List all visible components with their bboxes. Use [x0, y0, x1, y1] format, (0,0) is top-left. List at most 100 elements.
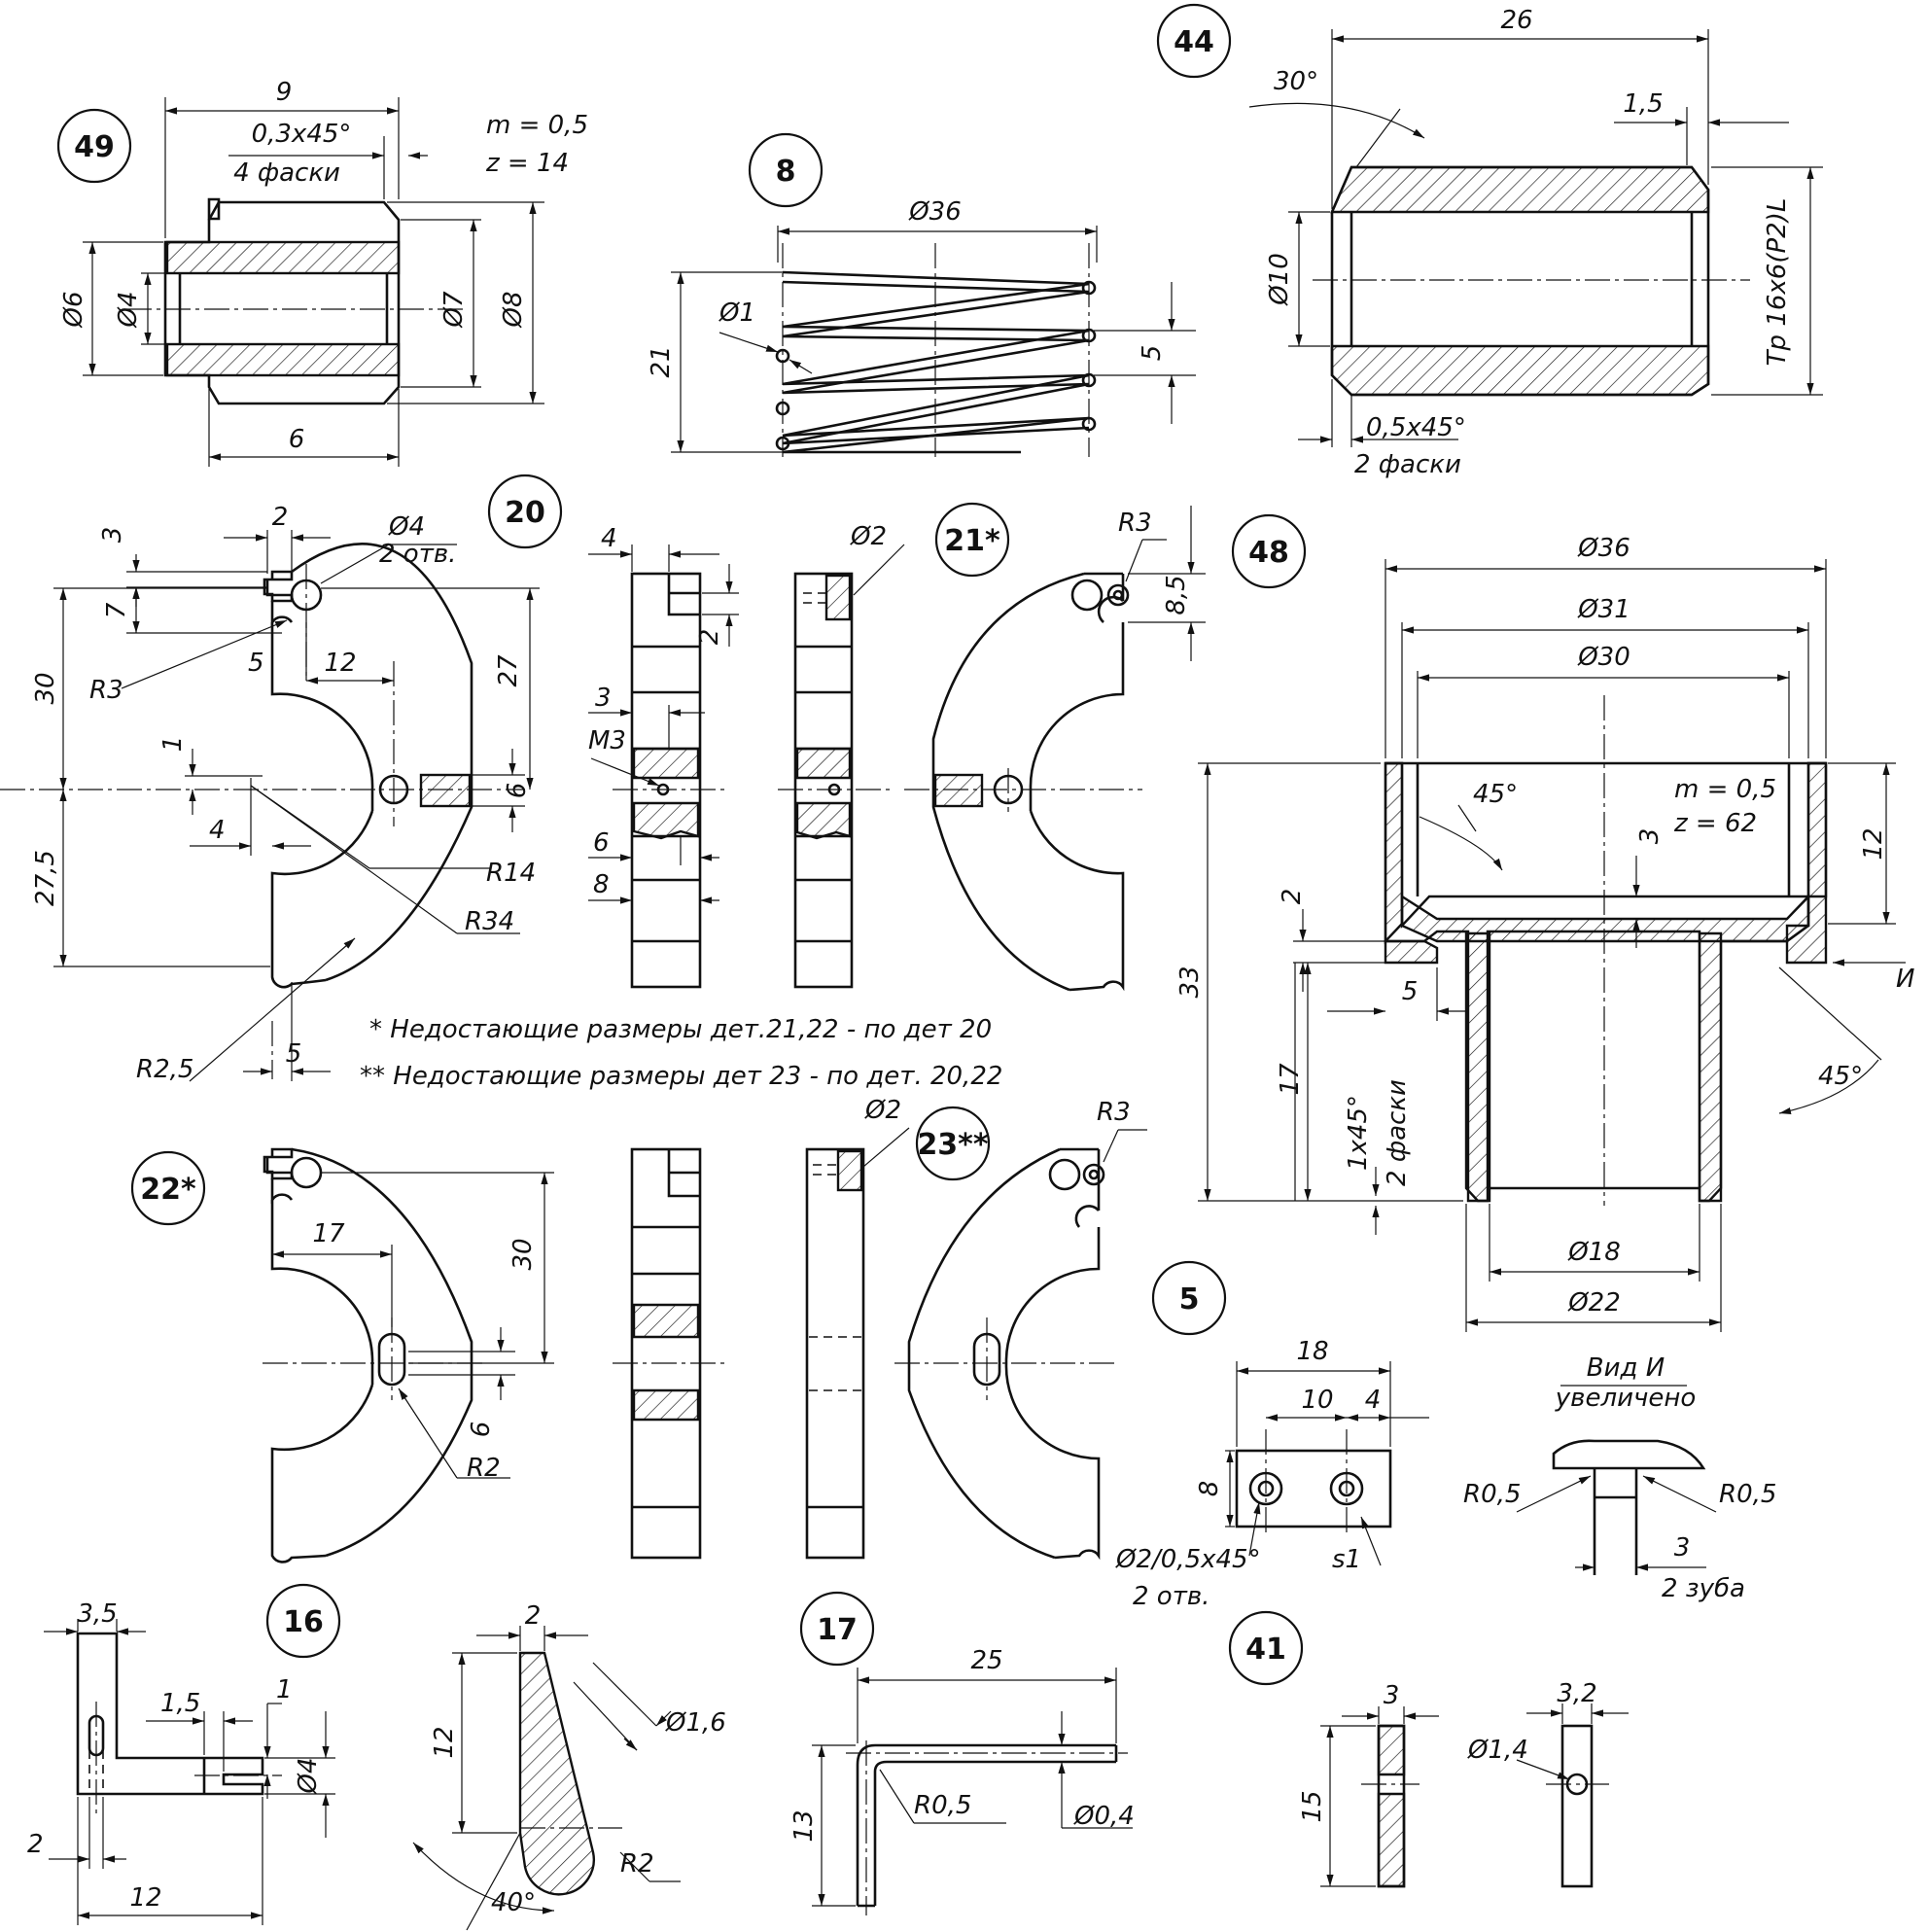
part-label-circle — [934, 502, 1010, 578]
part-label-circle — [1151, 1260, 1227, 1336]
part-48: 48 Ø36 Ø31 Ø30 — [1175, 513, 1914, 1332]
part-23-side-view: Ø2 — [805, 1096, 910, 1560]
svg-text:5: 5 — [286, 1039, 302, 1069]
svg-text:Ø30: Ø30 — [1577, 643, 1630, 672]
side-outline — [778, 572, 894, 989]
svg-text:23**: 23** — [917, 1128, 988, 1162]
note-1: * Недостающие размеры дет.21,22 - по дет… — [369, 1015, 992, 1044]
svg-text:10: 10 — [1301, 1386, 1333, 1415]
part-label-circle — [1156, 3, 1232, 79]
svg-text:3: 3 — [1674, 1533, 1691, 1563]
hook-part: 2 12 Ø1,6 R2 40° — [412, 1601, 726, 1931]
svg-text:3: 3 — [595, 684, 612, 713]
wire-outline — [846, 1740, 1128, 1915]
dimensions: 9 0,3x45° 4 фаски m = 0,5 z = 14 Ø6 Ø4 Ø… — [59, 78, 588, 467]
dimensions: 18 10 4 8 Ø2/0,5x45° 2 отв. s1 — [1115, 1337, 1429, 1611]
svg-text:Ø36: Ø36 — [1577, 534, 1630, 563]
svg-text:R2,5: R2,5 — [136, 1055, 193, 1084]
bracket-outline — [76, 1632, 282, 1818]
svg-text:1,5: 1,5 — [1623, 89, 1663, 119]
svg-text:3,5: 3,5 — [77, 1599, 117, 1629]
svg-text:3: 3 — [1635, 828, 1665, 845]
svg-text:4: 4 — [1365, 1386, 1382, 1415]
svg-text:M3: M3 — [588, 726, 626, 755]
svg-text:45°: 45° — [1473, 780, 1518, 809]
part-49: 49 9 0,3x45° 4 фаски m = 0,5 z = 14 Ø — [56, 78, 588, 467]
part-8: 8 Ø36 21 Ø1 — [647, 132, 1196, 457]
part-label-circle — [915, 1106, 991, 1181]
part-label: 49 — [74, 130, 115, 164]
note-2: ** Недостающие размеры дет 23 - по дет. … — [360, 1062, 1002, 1091]
dimensions: 3,5 1,5 1 Ø4 2 12 — [27, 1599, 335, 1925]
svg-text:17: 17 — [1276, 1063, 1305, 1096]
dimensions: R3 — [1097, 1098, 1147, 1163]
svg-text:6: 6 — [593, 828, 610, 858]
svg-text:2: 2 — [695, 629, 724, 646]
svg-text:18: 18 — [1296, 1337, 1328, 1366]
svg-text:5: 5 — [1402, 977, 1419, 1006]
svg-text:12: 12 — [129, 1883, 161, 1913]
part-20: 20 2 Ø4 2 отв. — [0, 474, 563, 1084]
svg-text:8: 8 — [1195, 1481, 1224, 1497]
spring-coils — [775, 243, 1097, 457]
svg-text:Ø4: Ø4 — [294, 1757, 323, 1794]
svg-text:17: 17 — [312, 1219, 345, 1248]
dimensions: 26 30° 1,5 Ø10 Tp 16x6(P2)L 0,5x45° 2 фа… — [1248, 6, 1823, 479]
part-21: 21* R3 8,5 — [904, 502, 1206, 992]
svg-text:30: 30 — [508, 1238, 538, 1270]
svg-text:45°: 45° — [1818, 1062, 1863, 1091]
svg-text:s1: s1 — [1332, 1545, 1361, 1574]
svg-text:R0,5: R0,5 — [1719, 1480, 1776, 1509]
svg-text:И: И — [1896, 965, 1914, 994]
svg-text:R0,5: R0,5 — [914, 1791, 971, 1820]
svg-text:6: 6 — [467, 1422, 496, 1438]
svg-text:Ø2: Ø2 — [864, 1096, 901, 1125]
svg-text:4 фаски: 4 фаски — [233, 158, 340, 188]
svg-text:0,5x45°: 0,5x45° — [1366, 413, 1466, 442]
svg-text:Ø1,4: Ø1,4 — [1467, 1736, 1528, 1765]
svg-text:17: 17 — [817, 1613, 858, 1647]
svg-text:30°: 30° — [1274, 67, 1318, 96]
svg-text:Ø10: Ø10 — [1265, 253, 1294, 306]
svg-text:2: 2 — [272, 503, 289, 532]
svg-text:5: 5 — [248, 649, 264, 678]
dimensions: 25 13 R0,5 Ø0,4 — [789, 1646, 1135, 1907]
svg-text:Ø7: Ø7 — [439, 291, 469, 328]
svg-text:R34: R34 — [465, 907, 514, 936]
part-22-side-view — [613, 1147, 729, 1560]
svg-text:6: 6 — [289, 425, 305, 454]
washer-section — [1361, 1724, 1420, 1888]
svg-text:12: 12 — [430, 1726, 459, 1758]
svg-text:4: 4 — [601, 524, 617, 553]
svg-text:3: 3 — [1384, 1681, 1400, 1710]
svg-text:Ø1: Ø1 — [719, 299, 755, 328]
svg-text:1: 1 — [276, 1675, 293, 1704]
svg-text:22*: 22* — [140, 1173, 196, 1207]
svg-text:Ø1,6: Ø1,6 — [665, 1708, 726, 1738]
svg-text:Ø31: Ø31 — [1577, 595, 1630, 624]
nut-section — [1313, 165, 1750, 397]
svg-text:Ø4: Ø4 — [114, 291, 143, 328]
svg-text:Tp 16x6(P2)L: Tp 16x6(P2)L — [1763, 198, 1792, 367]
washer-side — [1546, 1724, 1609, 1888]
svg-text:z = 62: z = 62 — [1673, 809, 1757, 838]
dimensions: 3 15 3,2 Ø1,4 — [1298, 1679, 1629, 1887]
svg-text:13: 13 — [789, 1809, 819, 1842]
svg-text:2 отв.: 2 отв. — [379, 540, 456, 569]
svg-text:41: 41 — [1245, 1633, 1286, 1667]
svg-text:9: 9 — [276, 78, 293, 107]
part-label-circle — [56, 108, 132, 184]
view-i: Вид И увеличено R0,5 R0,5 3 2 зуба — [1463, 1353, 1776, 1603]
gear-section — [126, 197, 467, 405]
part-44: 44 26 30° 1,5 Ø10 — [1156, 3, 1823, 479]
svg-text:Ø18: Ø18 — [1567, 1238, 1621, 1267]
svg-text:15: 15 — [1298, 1790, 1327, 1822]
part-41: 41 3 15 3,2 — [1228, 1610, 1629, 1888]
svg-text:Ø36: Ø36 — [908, 197, 962, 227]
svg-text:3: 3 — [98, 527, 127, 544]
svg-text:Ø22: Ø22 — [1567, 1288, 1621, 1317]
part-23: 23** R3 — [894, 1098, 1147, 1561]
svg-text:Ø2: Ø2 — [850, 522, 887, 551]
plate-outline — [904, 572, 1142, 992]
svg-text:2 зуба: 2 зуба — [1662, 1574, 1745, 1603]
